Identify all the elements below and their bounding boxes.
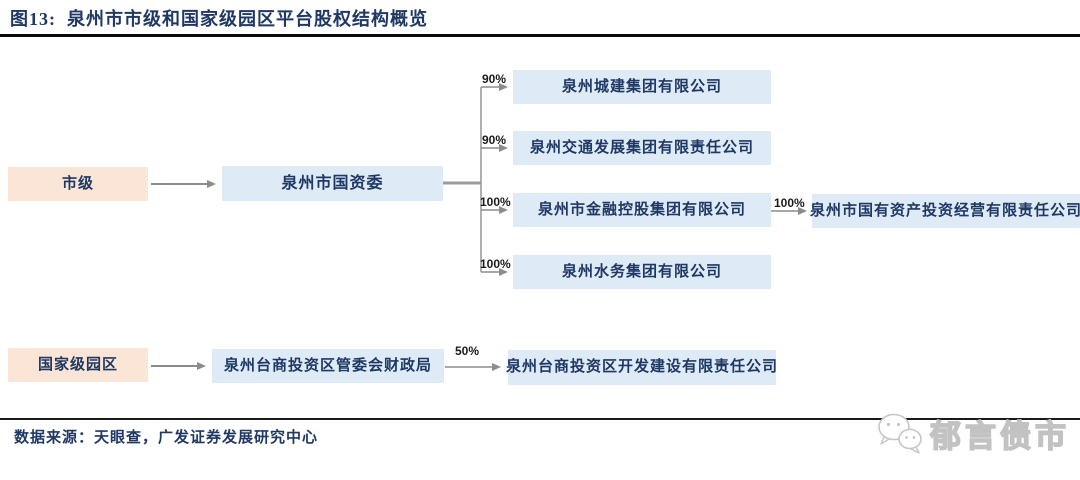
data-source-note: 数据来源：天眼查，广发证券发展研究中心 [14,430,319,446]
node-jiaotong-group: 泉州交通发展集团有限责任公司 [513,131,771,165]
node-quanzhou-sasac: 泉州市国资委 [222,166,443,201]
node-municipal-level: 市级 [8,167,148,201]
figure-title: 图13: 泉州市市级和国家级园区平台股权结构概览 [10,9,428,29]
node-chengjian-group: 泉州城建集团有限公司 [513,70,771,104]
node-taishang-finance-bureau: 泉州台商投资区管委会财政局 [212,349,444,383]
footer-divider [0,418,1080,420]
pct-chengjian: 90% [482,72,507,86]
title-divider [0,34,1080,37]
node-shuiwu-group: 泉州水务集团有限公司 [513,255,771,289]
watermark-text: 郁言债市 [929,418,1070,455]
node-national-park-level: 国家级园区 [8,348,148,382]
pct-kaifa: 50% [455,344,480,358]
node-taishang-development: 泉州台商投资区开发建设有限责任公司 [506,350,777,385]
pct-jiaotong: 90% [482,133,507,147]
pct-guoyouzichan: 100% [774,196,805,210]
wechat-icon [878,413,922,454]
pct-shuiwu: 100% [480,257,511,271]
node-jinrong-holding-group: 泉州市金融控股集团有限公司 [513,193,771,227]
node-state-asset-investment: 泉州市国有资产投资经营有限责任公司 [810,194,1080,228]
pct-jinkong: 100% [480,195,511,209]
brand-watermark: 郁言债市 [874,410,1070,456]
